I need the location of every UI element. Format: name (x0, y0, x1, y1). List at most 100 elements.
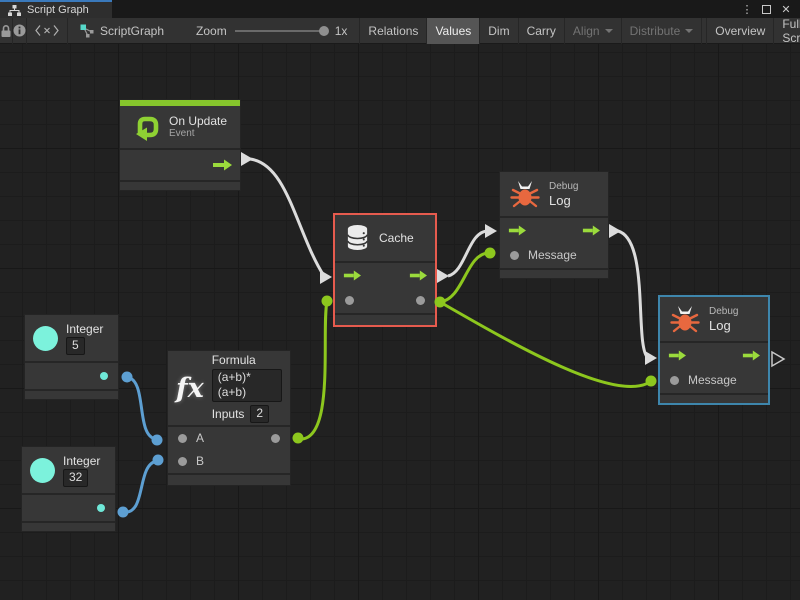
value-endpoint-debug2-message[interactable] (645, 375, 657, 387)
relations-button[interactable]: Relations (360, 17, 428, 44)
info-circle-icon (13, 24, 26, 37)
node-integer-1[interactable]: Integer 5 (25, 315, 118, 399)
zoom-value: 1x (334, 23, 348, 38)
wire-cache-to-debug1[interactable] (447, 229, 489, 278)
node-title: Log (709, 317, 731, 333)
wire-integer1-to-formula-a[interactable] (126, 375, 157, 441)
flow-output-port[interactable] (742, 350, 760, 361)
node-category: Debug (709, 305, 739, 317)
distribute-button[interactable]: Distribute (622, 17, 703, 44)
wire-cache-to-debug1-message[interactable] (439, 251, 490, 304)
node-formula[interactable]: fx Formula (a+b)*(a+b) Inputs 2 A B (168, 351, 290, 485)
chevron-down-icon (685, 28, 694, 33)
value-output-port[interactable] (271, 433, 280, 443)
node-cache[interactable]: Cache (333, 213, 437, 327)
integer-value-field[interactable]: 5 (66, 336, 85, 355)
teal-circle-icon (33, 325, 58, 351)
flow-input-port[interactable] (668, 350, 686, 361)
bug-icon (510, 181, 540, 208)
zoom-slider-handle[interactable] (318, 25, 329, 36)
collapse-button[interactable] (27, 17, 68, 44)
zoom-control: Zoom 1x (196, 24, 347, 38)
node-title: Formula (211, 353, 256, 367)
flow-endpoint-onupdate-out[interactable] (241, 152, 253, 166)
align-button[interactable]: Align (565, 17, 622, 44)
flow-port-debug2-out-unconnected[interactable] (771, 350, 786, 368)
value-output-port[interactable] (100, 372, 108, 380)
tab-title: Script Graph (27, 4, 89, 16)
flow-endpoint-debug1-in[interactable] (485, 224, 497, 238)
integer-value-field[interactable]: 32 (63, 468, 89, 487)
wire-debug1-to-debug2[interactable] (617, 229, 650, 360)
flow-endpoint-cache-out[interactable] (437, 269, 449, 283)
node-subtitle: Event (169, 128, 195, 139)
angle-brackets-x-icon (35, 25, 59, 36)
database-icon (347, 224, 368, 250)
value-endpoint-formula-b[interactable] (152, 454, 164, 466)
title-bar: Script Graph ⋮ ✕ (0, 0, 800, 18)
wire-cache-to-debug2-message[interactable] (439, 300, 651, 388)
value-endpoint-integer1-out[interactable] (121, 371, 133, 383)
value-endpoint-formula-out[interactable] (292, 432, 304, 444)
flow-output-port[interactable] (212, 159, 232, 171)
value-output-port[interactable] (416, 295, 425, 305)
dim-button[interactable]: Dim (480, 17, 519, 44)
node-on-update[interactable]: On Update Event (120, 100, 240, 190)
node-debug-log-2[interactable]: Debug Log Message (658, 295, 770, 405)
flow-endpoint-cache-in[interactable] (320, 270, 332, 284)
info-button[interactable] (13, 17, 27, 44)
input-port-b[interactable] (178, 456, 187, 466)
graph-hierarchy-icon (8, 4, 21, 16)
lock-button[interactable] (0, 17, 13, 44)
value-endpoint-cache-out[interactable] (434, 296, 446, 308)
script-graph-node-icon (80, 24, 94, 37)
window-maximize-icon[interactable] (762, 4, 771, 14)
flow-endpoint-debug1-out[interactable] (609, 224, 621, 238)
value-endpoint-debug1-message[interactable] (484, 247, 496, 259)
node-category: Debug (549, 180, 579, 192)
graph-toolbar: ScriptGraph Zoom 1x Relations Values Dim… (0, 16, 800, 45)
window-menu-icon[interactable]: ⋮ (741, 3, 753, 16)
node-integer-2[interactable]: Integer 32 (22, 447, 115, 531)
zoom-label: Zoom (196, 23, 227, 38)
flow-output-port[interactable] (409, 270, 427, 281)
fx-icon: fx (176, 372, 204, 404)
message-input-port[interactable] (510, 250, 519, 260)
message-input-port[interactable] (670, 375, 679, 385)
full-screen-button[interactable]: Full Screen (782, 16, 800, 45)
teal-circle-icon (30, 457, 55, 483)
zoom-slider[interactable] (234, 25, 329, 36)
value-endpoint-integer2-out[interactable] (117, 506, 129, 518)
value-endpoint-formula-a[interactable] (151, 434, 163, 446)
graph-name-chip[interactable]: ScriptGraph (68, 24, 174, 38)
wire-integer2-to-formula-b[interactable] (122, 459, 158, 514)
flow-endpoint-debug2-in[interactable] (645, 351, 657, 365)
node-title: Log (549, 192, 571, 208)
port-label-message: Message (528, 248, 577, 262)
toolbar-buttons: Relations Values Dim Carry Align Distrib… (359, 16, 800, 45)
value-input-port[interactable] (345, 295, 354, 305)
input-port-a[interactable] (178, 433, 187, 443)
value-output-port[interactable] (97, 504, 105, 512)
flow-output-port[interactable] (582, 225, 600, 236)
port-label-message: Message (688, 373, 737, 387)
formula-expression-field[interactable]: (a+b)*(a+b) (211, 369, 282, 402)
carry-button[interactable]: Carry (519, 17, 565, 44)
value-endpoint-cache-in[interactable] (321, 295, 333, 307)
flow-input-port[interactable] (508, 225, 526, 236)
wire-onupdate-to-cache[interactable] (249, 157, 326, 277)
padlock-icon (1, 24, 11, 37)
node-title: On Update (169, 114, 228, 128)
node-title: Cache (379, 231, 414, 245)
node-debug-log-1[interactable]: Debug Log Message (500, 172, 608, 278)
wire-formula-to-cache[interactable] (297, 300, 329, 441)
port-label-a: A (196, 431, 205, 445)
tab-script-graph[interactable]: Script Graph (0, 0, 112, 18)
window-close-icon[interactable]: ✕ (781, 3, 791, 16)
values-button[interactable]: Values (427, 17, 481, 44)
inputs-count-field[interactable]: 2 (250, 405, 270, 423)
flow-input-port[interactable] (343, 270, 361, 281)
overview-button[interactable]: Overview (706, 17, 775, 44)
